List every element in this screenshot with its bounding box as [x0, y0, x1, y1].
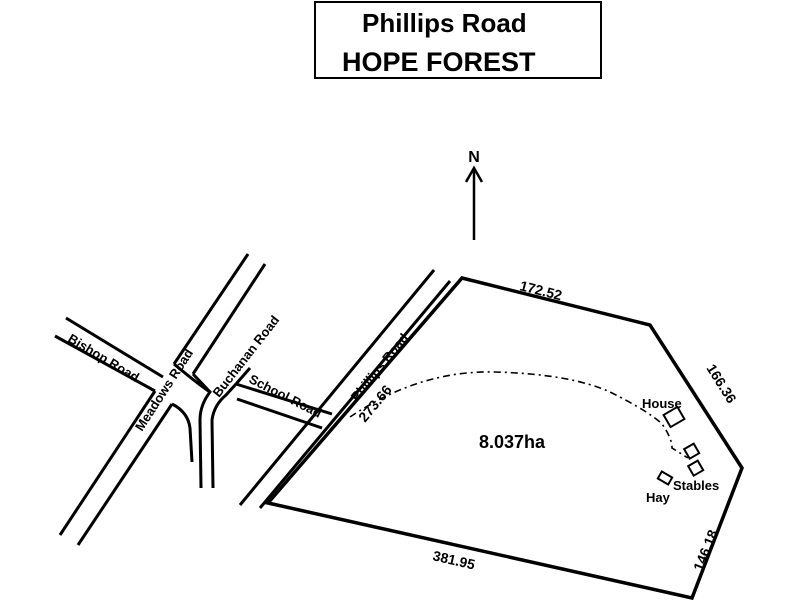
- bishop-road-edge-lower: [54, 334, 156, 393]
- title-box: Phillips Road HOPE FOREST: [314, 1, 602, 79]
- phillips-road-edge-left: [238, 269, 436, 506]
- north-label: N: [468, 149, 480, 166]
- meadows-road-edge-upper-2: [58, 390, 157, 536]
- boundary-south-length: 381.95: [431, 547, 477, 572]
- stables-building-1: [682, 442, 701, 461]
- school-road-label: School Road: [247, 371, 325, 420]
- meadows-road: [58, 253, 267, 546]
- boundary-southeast-length: 146.18: [690, 527, 721, 573]
- hay-label: Hay: [646, 490, 671, 505]
- north-arrow: N: [464, 149, 484, 240]
- school-road-edge-upper: [235, 382, 333, 416]
- map-title-road: Phillips Road: [362, 8, 527, 38]
- buchanan-road-edge-left: [191, 372, 212, 489]
- buildings: [656, 405, 705, 486]
- bishop-road-edge-upper: [65, 316, 164, 379]
- meadows-road-edge-lower-2: [76, 403, 174, 546]
- site-area-label: 8.037ha: [479, 432, 546, 452]
- meadows-road-label: Meadows Road: [132, 346, 196, 434]
- meadows-road-edge-upper: [172, 253, 250, 365]
- boundary-northeast-length: 166.36: [703, 361, 739, 406]
- buchanan-road-edge-right: [210, 382, 238, 489]
- house-building: [662, 405, 686, 429]
- stables-label: Stables: [673, 478, 719, 493]
- buchanan-road-stub: [234, 367, 252, 385]
- north-arrow-head: [464, 165, 484, 183]
- driveway-track: [349, 371, 689, 459]
- stables-building-2: [686, 459, 705, 478]
- house-label: House: [642, 396, 682, 411]
- bishop-road-curve: [171, 402, 194, 463]
- property-boundary: [264, 276, 744, 600]
- meadows-road-edge-lower: [191, 263, 267, 375]
- map-title-locality: HOPE FOREST: [342, 47, 536, 77]
- phillips-road-edge-right: [258, 280, 452, 509]
- hay-building: [656, 470, 674, 486]
- phillips-road: [238, 269, 452, 509]
